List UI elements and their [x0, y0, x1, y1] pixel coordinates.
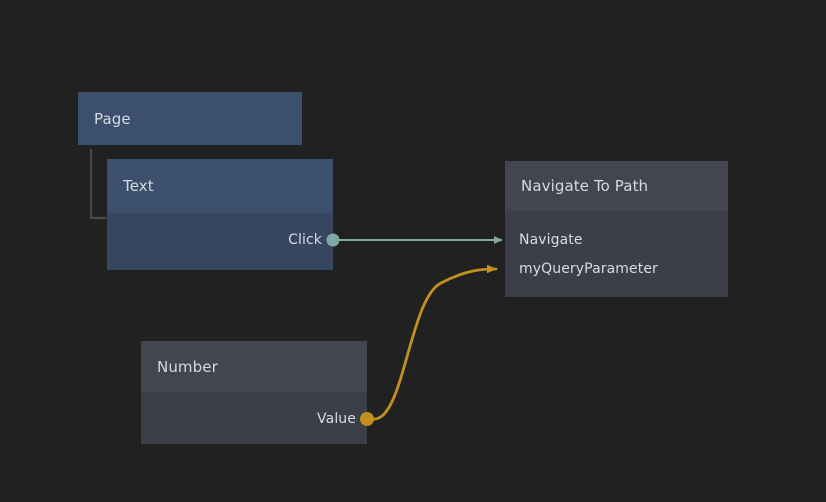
- port-label-value: Value: [317, 411, 356, 427]
- node-number[interactable]: Number Value: [141, 341, 367, 444]
- node-navigate-to-path[interactable]: Navigate To Path Navigate myQueryParamet…: [505, 161, 728, 297]
- port-row-text-click[interactable]: Click: [288, 232, 333, 248]
- hierarchy-bracket-page-text: [89, 148, 109, 220]
- node-number-body: Value: [141, 392, 367, 444]
- node-page-header[interactable]: Page: [78, 92, 302, 145]
- node-number-title: Number: [157, 357, 218, 376]
- port-label-navigate: Navigate: [519, 232, 583, 248]
- node-text[interactable]: Text Click: [107, 159, 333, 270]
- port-row-number-value[interactable]: Value: [317, 411, 367, 427]
- port-row-navigate[interactable]: Navigate: [505, 232, 583, 248]
- node-navigate-to-path-header[interactable]: Navigate To Path: [505, 161, 728, 211]
- port-dot-number-value[interactable]: [360, 412, 374, 426]
- node-navigate-to-path-body: Navigate myQueryParameter: [505, 211, 728, 297]
- node-text-header[interactable]: Text: [107, 159, 333, 213]
- node-navigate-to-path-title: Navigate To Path: [521, 177, 649, 195]
- node-page-title: Page: [94, 109, 131, 128]
- node-text-body: Click: [107, 213, 333, 270]
- port-row-myqueryparameter[interactable]: myQueryParameter: [505, 261, 658, 277]
- port-dot-text-click[interactable]: [326, 233, 340, 247]
- node-text-title: Text: [123, 177, 154, 195]
- port-label-myqueryparameter: myQueryParameter: [519, 261, 658, 277]
- edge-value-to-myqueryparameter[interactable]: [371, 264, 498, 421]
- node-page[interactable]: Page: [78, 92, 302, 145]
- node-number-header[interactable]: Number: [141, 341, 367, 392]
- port-label-click: Click: [288, 232, 322, 248]
